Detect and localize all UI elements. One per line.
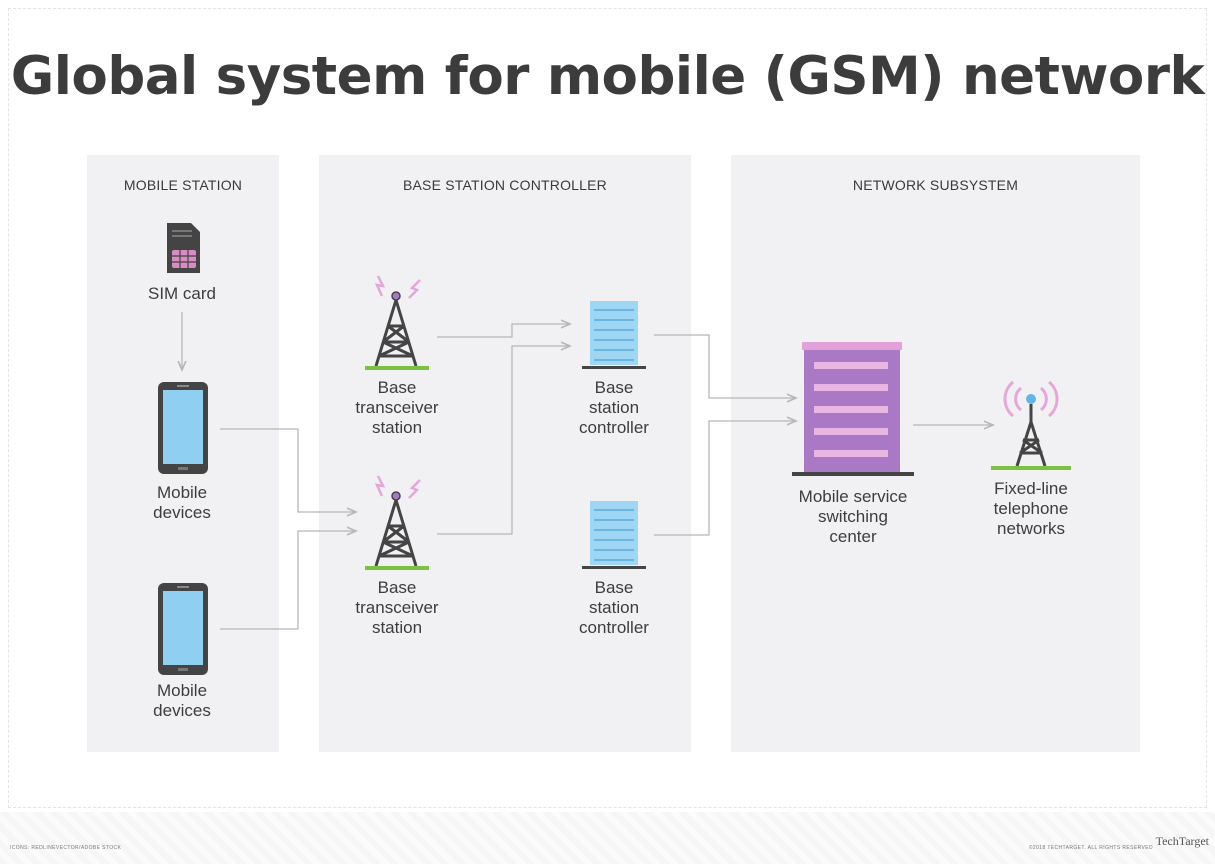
mobile-devices-label: Mobile devices <box>153 483 211 522</box>
bts-label: Base transceiver station <box>355 578 439 637</box>
panel-label-mobile-station: MOBILE STATION <box>123 177 243 193</box>
panel-network-subsystem: NETWORK SUBSYSTEM <box>731 155 1140 752</box>
cell-tower-icon <box>365 475 429 570</box>
bsc-label: Base station controller <box>579 578 649 637</box>
server-rack-icon <box>582 301 646 369</box>
wire-bsc2-to-msc <box>654 421 796 536</box>
sim-card-icon <box>167 223 200 273</box>
msc-label: Mobile service switching center <box>798 487 908 546</box>
panel-label-base-station-controller: BASE STATION CONTROLLER <box>402 177 607 193</box>
brand-logo: TechTarget <box>1156 834 1209 849</box>
bts-label: Base transceiver station <box>355 378 439 437</box>
panel-label-network-subsystem: NETWORK SUBSYSTEM <box>852 177 1019 193</box>
wire-bts2-to-bsc1 <box>437 346 570 535</box>
icon-credit: ICONS: REDLINEVECTOR/ADOBE STOCK <box>10 845 122 851</box>
broadcast-antenna-icon <box>991 380 1071 470</box>
wire-bsc1-to-msc <box>654 334 796 398</box>
panel-base-station-controller: BASE STATION CONTROLLER <box>319 155 691 752</box>
page-title: Global system for mobile (GSM) network <box>10 46 1205 107</box>
smartphone-icon <box>158 382 208 474</box>
wire-phone1-to-bts2 <box>220 428 356 512</box>
cell-tower-icon <box>365 275 429 370</box>
smartphone-icon <box>158 583 208 675</box>
footer: ICONS: REDLINEVECTOR/ADOBE STOCK ©2018 T… <box>0 812 1215 864</box>
brand-name: TechTarget <box>1155 834 1209 848</box>
wire-bts1-to-bsc1 <box>437 324 570 338</box>
copyright: ©2018 TECHTARGET. ALL RIGHTS RESERVED <box>1028 845 1153 851</box>
switching-center-building-icon <box>792 342 914 476</box>
wire-phone2-to-bts2 <box>220 531 356 630</box>
mobile-devices-label: Mobile devices <box>153 681 211 720</box>
fixed-line-label: Fixed-line telephone networks <box>993 479 1069 538</box>
sim-card-label: SIM card <box>147 284 217 303</box>
server-rack-icon <box>582 501 646 569</box>
bsc-label: Base station controller <box>579 378 649 437</box>
